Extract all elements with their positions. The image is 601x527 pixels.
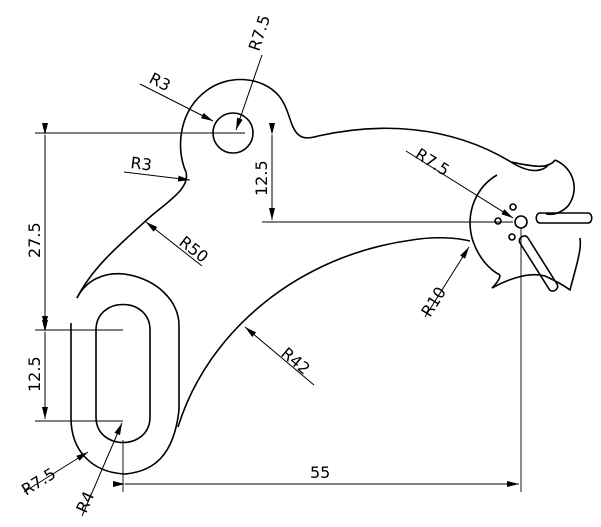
right-hub-left-arc (469, 174, 501, 276)
right-small-hole-3 (508, 233, 516, 241)
dim-label-12-5-upper: 12.5 (252, 160, 271, 196)
right-center-hole (514, 215, 528, 229)
obround-slot (95, 303, 151, 444)
leader-r7-5-top (235, 54, 263, 131)
label-r4: R4 (72, 488, 98, 515)
right-hub-top-notch (510, 159, 556, 168)
label-r3-top: R3 (146, 69, 174, 96)
part-outline (70, 78, 593, 475)
label-r10: R10 (417, 283, 450, 320)
label-r42: R42 (277, 344, 313, 379)
leader-r10 (424, 246, 470, 318)
right-hub-lower (491, 237, 582, 291)
leader-r7-5-bottom (23, 451, 89, 493)
label-r7-5-right: R7.5 (412, 144, 453, 179)
right-hub-bottom-notch (491, 274, 501, 289)
leader-r42 (244, 326, 315, 386)
right-small-hole-2 (509, 203, 517, 211)
label-r3-left: R3 (130, 153, 153, 174)
right-small-hole-1 (494, 217, 502, 225)
dim-label-27-5: 27.5 (25, 222, 44, 258)
top-boss-arc (179, 78, 319, 173)
r50-edge (76, 171, 188, 299)
leader-r3-top (139, 83, 214, 122)
right-hub-upper (545, 159, 575, 216)
leader-r7-5-right (405, 150, 514, 219)
dim-label-12-5-left: 12.5 (25, 356, 44, 392)
leader-r50 (145, 221, 203, 267)
leader-r4 (81, 422, 123, 517)
diagonal-slot (518, 235, 559, 292)
right-radial-slot (535, 212, 593, 224)
label-r50: R50 (176, 232, 213, 266)
slot-boss-outer (70, 272, 180, 475)
label-r7-5-top: R7.5 (245, 13, 274, 54)
r42-edge (177, 236, 471, 428)
dim-label-55: 55 (310, 463, 330, 482)
upper-edge (317, 127, 550, 172)
label-r7-5-bottom: R7.5 (18, 464, 59, 499)
leader-r3-left (123, 171, 191, 182)
